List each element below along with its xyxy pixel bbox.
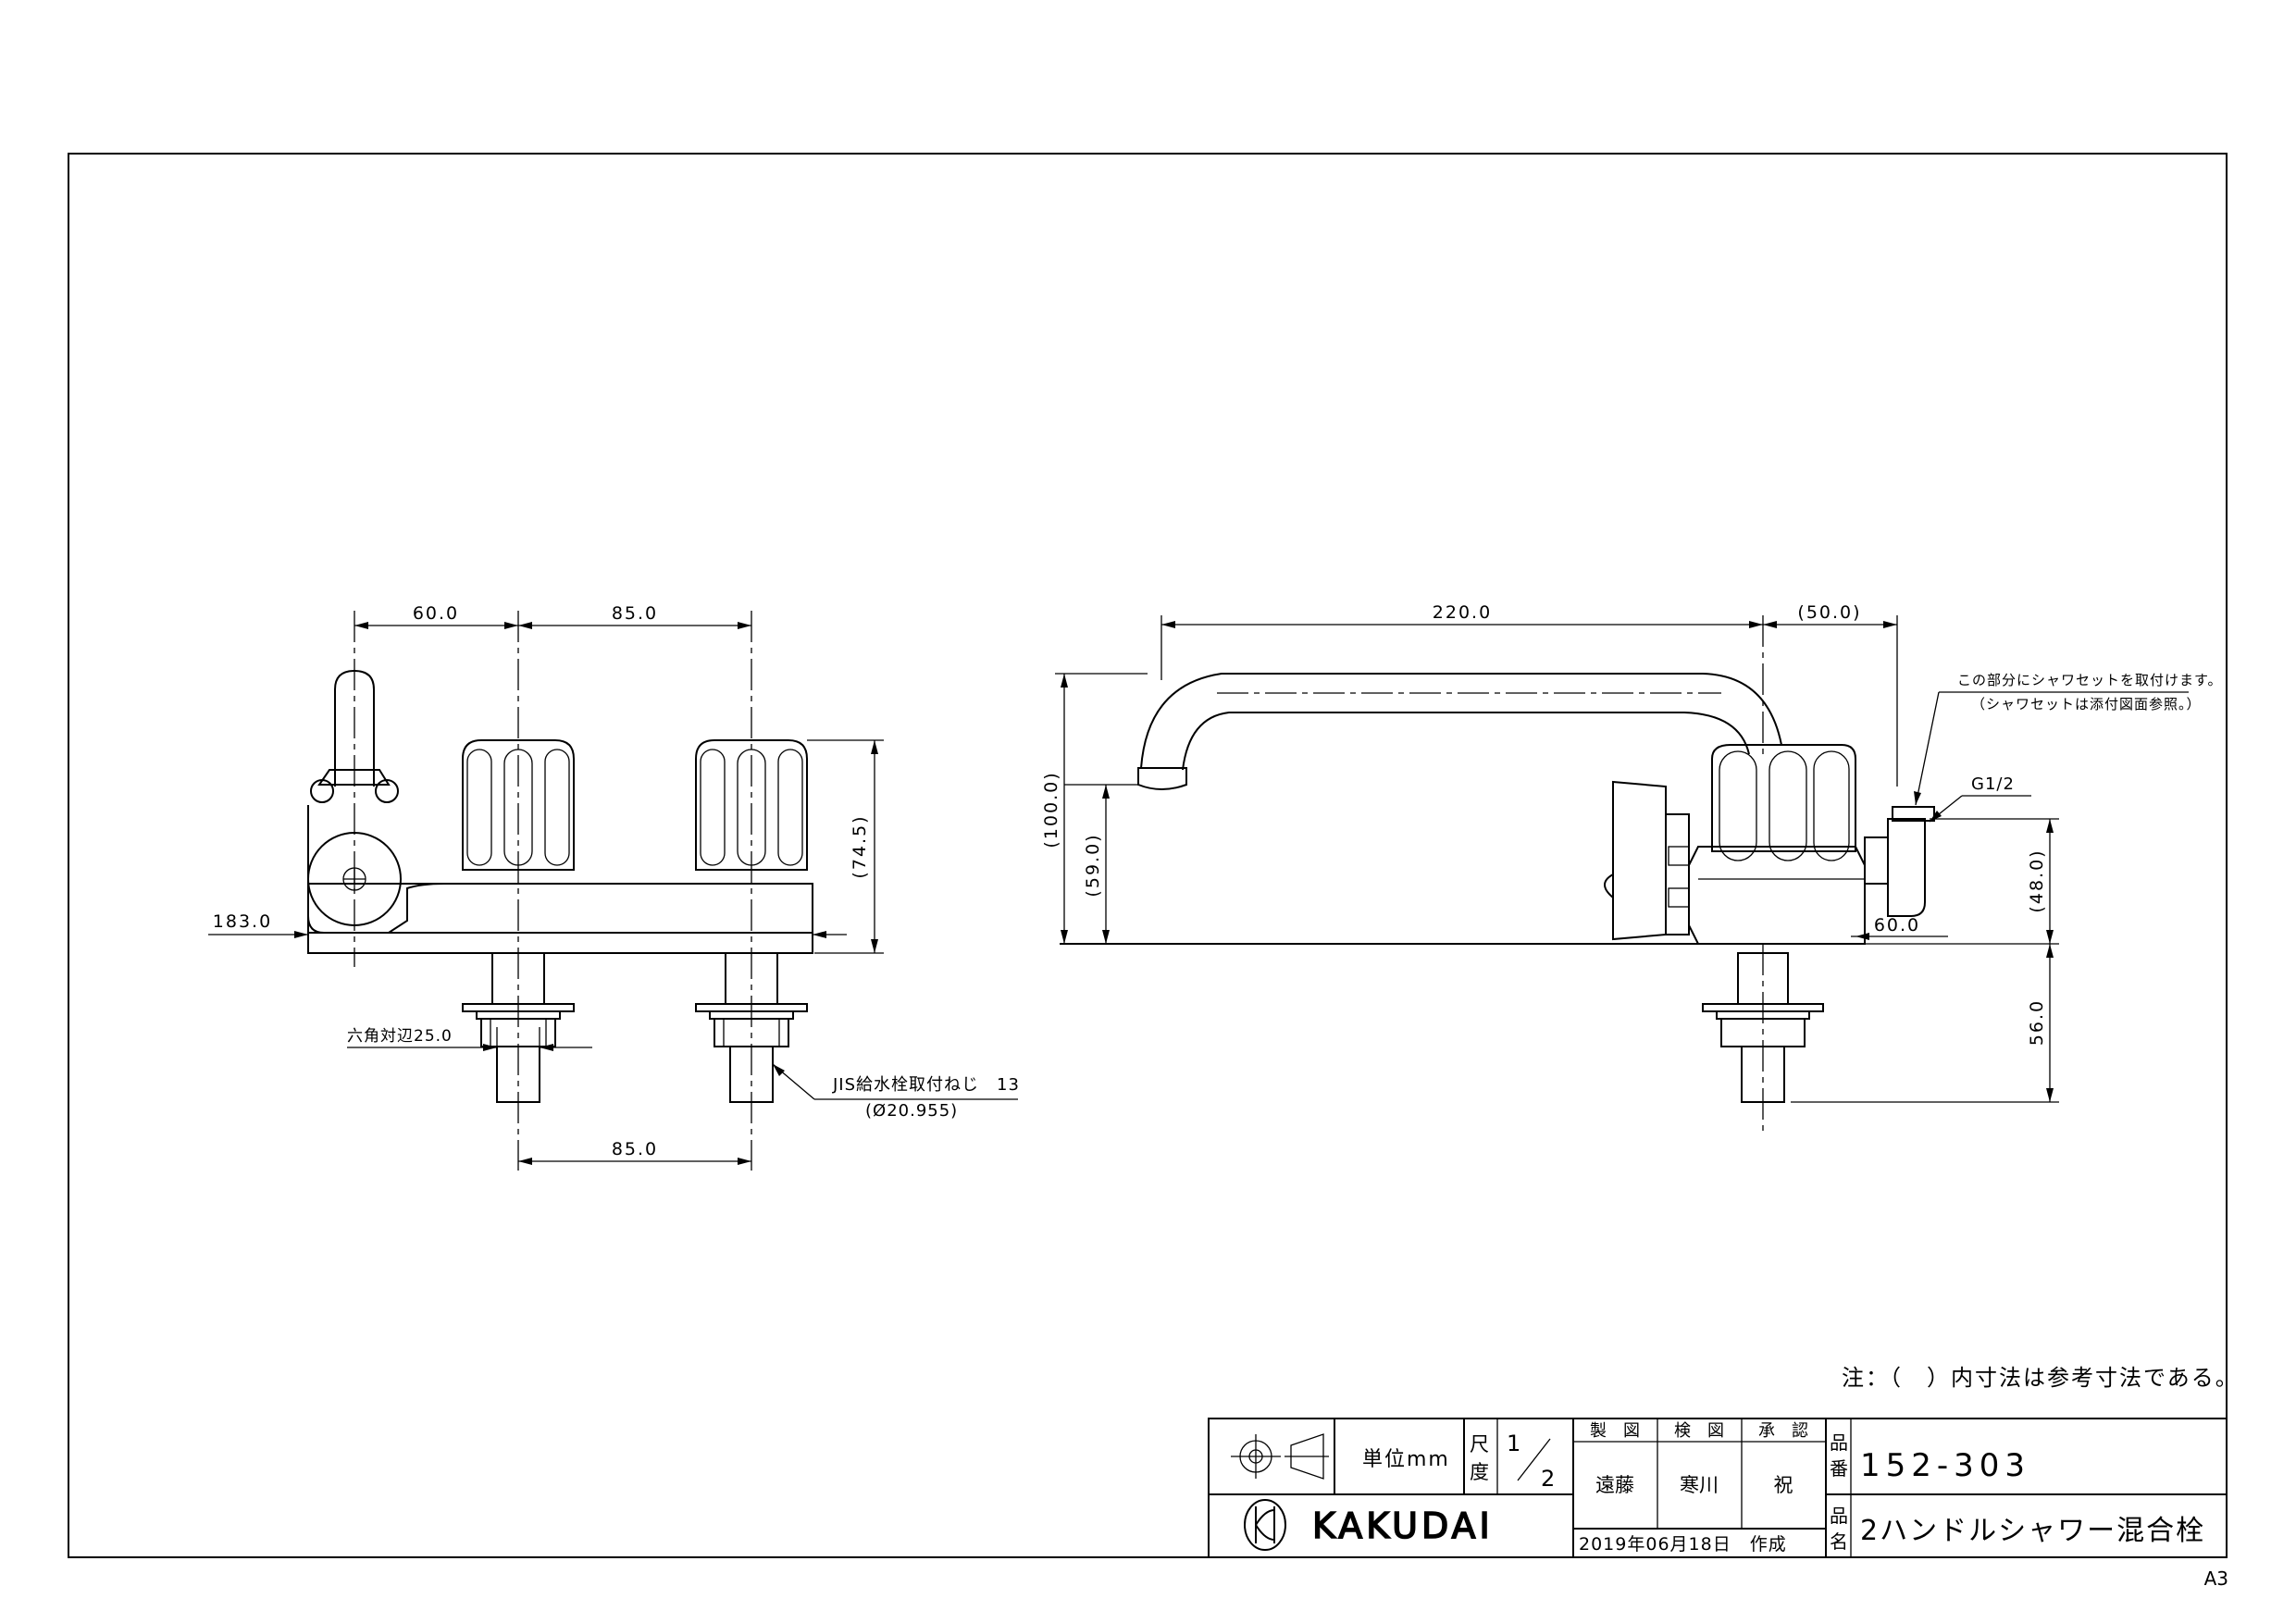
checked-by: 寒川 bbox=[1680, 1474, 1719, 1496]
part-number: 152-303 bbox=[1860, 1447, 2030, 1484]
dim-side-56: 56.0 bbox=[2027, 999, 2047, 1046]
diverter-knob-side bbox=[1612, 780, 1667, 941]
drawn-by: 遠藤 bbox=[1595, 1474, 1634, 1496]
front-view: 60.0 85.0 bbox=[208, 603, 1020, 1171]
checked-label: 検 図 bbox=[1674, 1421, 1724, 1441]
dim-side-48: (48.0) bbox=[2027, 849, 2047, 912]
dim-front-183: 183.0 bbox=[213, 911, 272, 932]
dim-spout-50: (50.0) bbox=[1797, 602, 1861, 623]
dim-side-59: (59.0) bbox=[1083, 833, 1103, 897]
scale-denominator: 2 bbox=[1541, 1466, 1555, 1492]
left-handle bbox=[462, 739, 575, 871]
drawn-label: 製 図 bbox=[1590, 1421, 1640, 1441]
dim-front-74-5: (74.5) bbox=[850, 814, 870, 878]
dim-hex-25: 六角対辺25.0 bbox=[347, 1027, 453, 1046]
handle-side bbox=[1711, 744, 1856, 852]
dim-side-60: 60.0 bbox=[1874, 915, 1920, 935]
scale-numerator: 1 bbox=[1507, 1431, 1520, 1456]
product-name: 2ハンドルシャワー混合栓 bbox=[1860, 1515, 2205, 1547]
title-block: 単位mm 尺 度 1 2 製 図 検 図 承 認 遠藤 寒川 祝 2019年06… bbox=[1208, 1418, 2228, 1558]
thread-g-half: G1/2 bbox=[1971, 774, 2015, 794]
third-angle-projection-icon bbox=[1231, 1433, 1329, 1480]
shower-set-note: この部分にシャワセットを取付けます。 bbox=[1957, 672, 2223, 688]
reference-dimension-note: 注：（ ）内寸法は参考寸法である。 bbox=[1842, 1365, 2240, 1391]
name-label-2: 名 bbox=[1830, 1530, 1848, 1553]
shower-outlet-elbow bbox=[1887, 818, 1926, 917]
approved-label: 承 認 bbox=[1758, 1421, 1808, 1441]
diverter-knob bbox=[307, 832, 402, 926]
shower-set-note-ref: （シャワセットは添付図面参照。） bbox=[1971, 696, 2202, 712]
body-side bbox=[1688, 846, 1866, 945]
drawing-date: 2019年06月18日 作成 bbox=[1579, 1534, 1787, 1555]
approved-by: 祝 bbox=[1774, 1474, 1793, 1496]
unit-label: 単位mm bbox=[1362, 1448, 1450, 1471]
side-view: 220.0 (50.0) bbox=[1041, 602, 2223, 1134]
sheet-size-label: A3 bbox=[2204, 1567, 2228, 1590]
scale-label-1: 尺 bbox=[1470, 1433, 1489, 1456]
thread-spec-note: JIS給水栓取付ねじ 13 bbox=[832, 1075, 1020, 1095]
right-handle bbox=[695, 739, 808, 871]
dim-front-60: 60.0 bbox=[413, 603, 459, 624]
part-no-label-1: 品 bbox=[1830, 1431, 1848, 1454]
spout bbox=[1140, 673, 1782, 769]
name-label-1: 品 bbox=[1830, 1505, 1848, 1527]
dim-front-85-bottom: 85.0 bbox=[612, 1139, 658, 1159]
sheet-frame bbox=[68, 153, 2228, 1558]
thread-diameter-note: (Ø20.955) bbox=[865, 1101, 958, 1121]
diverter-lever bbox=[334, 669, 375, 787]
faucet-base-front bbox=[307, 883, 813, 954]
kakudai-logo: KAKUDAI bbox=[1244, 1499, 1494, 1551]
spout-tip bbox=[1137, 767, 1187, 790]
dim-front-85-top: 85.0 bbox=[612, 603, 658, 624]
dim-spout-220: 220.0 bbox=[1433, 602, 1492, 623]
brand-wordmark: KAKUDAI bbox=[1312, 1505, 1494, 1546]
part-no-label-2: 番 bbox=[1830, 1457, 1848, 1480]
scale-label-2: 度 bbox=[1470, 1461, 1489, 1483]
dim-side-100: (100.0) bbox=[1041, 771, 1061, 848]
